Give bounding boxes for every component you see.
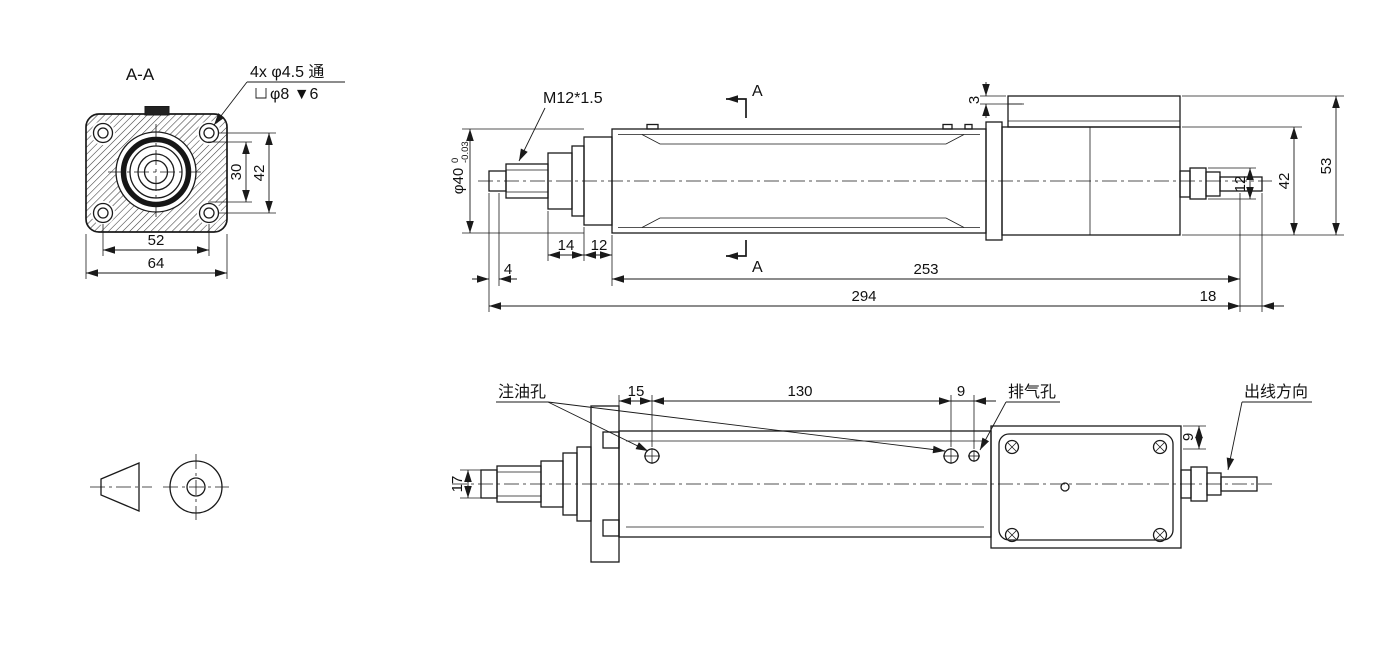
section-title: A-A: [126, 65, 155, 84]
offset-3-dim: 3: [966, 82, 1022, 118]
side-right-dims: 12 42 53: [1182, 95, 1344, 236]
top-cable-connector: [1180, 466, 1258, 502]
section-cut-marks: A A: [726, 83, 763, 276]
dim-phi40-tol-upper: 0: [450, 158, 461, 163]
rear-housing: [985, 95, 1181, 241]
top-tube: [618, 430, 992, 538]
thread-label: M12*1.5: [543, 90, 603, 107]
cylinder-tube: [611, 123, 987, 234]
dim-phi40: φ40: [450, 168, 467, 194]
top-view: 注油孔 排气孔 出线方向 15 130 9 17: [449, 383, 1312, 563]
dim-4: 4: [504, 261, 512, 278]
dim-total-53: 53: [1318, 158, 1335, 175]
dim-connector-12: 12: [1232, 176, 1249, 193]
hole-note: 4x φ4.5 通: [250, 63, 324, 81]
dim-9: 9: [957, 383, 965, 400]
oil-hole-leader-2: [547, 401, 946, 454]
flange-top-tab: [144, 106, 170, 116]
dim-253: 253: [913, 261, 938, 278]
oil-hole-leader-1: [547, 401, 649, 452]
section-dimensions: 30 42 52 64: [85, 132, 276, 279]
dim-130: 130: [787, 383, 812, 400]
side-bottom-dims: 14 12 4 253 294 18: [472, 193, 1284, 312]
section-view: A-A 4x φ4.5 通 φ8 ▼6: [85, 63, 345, 279]
dim-294: 294: [851, 288, 876, 305]
section-arrow-top-label: A: [752, 83, 763, 100]
counterbore-note: φ8 ▼6: [270, 86, 319, 103]
section-arrow-bottom-label: A: [752, 259, 763, 276]
center-bore: [108, 124, 204, 220]
cone-front-inner-circle: [186, 477, 206, 497]
dim-3: 3: [966, 96, 983, 104]
top-motor-box: [990, 425, 1182, 549]
hole-note-leader: [213, 81, 248, 126]
thread-leader: [518, 107, 546, 162]
dim-body-42: 42: [1276, 173, 1293, 190]
counterbore-symbol-icon: [255, 88, 267, 99]
exhaust-hole-label: 排气孔: [1008, 383, 1056, 401]
dim-30: 30: [228, 164, 245, 181]
dim-14: 14: [558, 237, 575, 254]
cable-direction-label: 出线方向: [1244, 383, 1308, 401]
cable-connector: [1179, 167, 1263, 200]
flange-hatch: [86, 114, 227, 232]
projection-symbol: [90, 454, 229, 520]
top-dims: 15 130 9 17 9: [449, 383, 1206, 499]
exhaust-hole-leader: [979, 401, 1007, 451]
dim-18: 18: [1200, 288, 1217, 305]
dim-42: 42: [251, 165, 268, 182]
dim-52: 52: [148, 232, 165, 249]
flange-corner-holes: [92, 122, 220, 224]
oil-hole-label: 注油孔: [498, 383, 546, 401]
dim-phi40-tol-lower: -0.03: [460, 141, 471, 163]
top-piston-rod: [480, 446, 592, 522]
side-view: M12*1.5 A A φ40 0 -0.03 3: [450, 82, 1344, 312]
cable-direction-leader: [1226, 401, 1243, 471]
dim-rod-17: 17: [449, 476, 466, 493]
cone-icon: [100, 462, 140, 512]
dim-15: 15: [628, 383, 645, 400]
dim-box-9: 9: [1180, 433, 1197, 441]
dim-12: 12: [591, 237, 608, 254]
dim-64: 64: [148, 255, 165, 272]
rod-diameter-dim: φ40 0 -0.03: [450, 128, 584, 234]
